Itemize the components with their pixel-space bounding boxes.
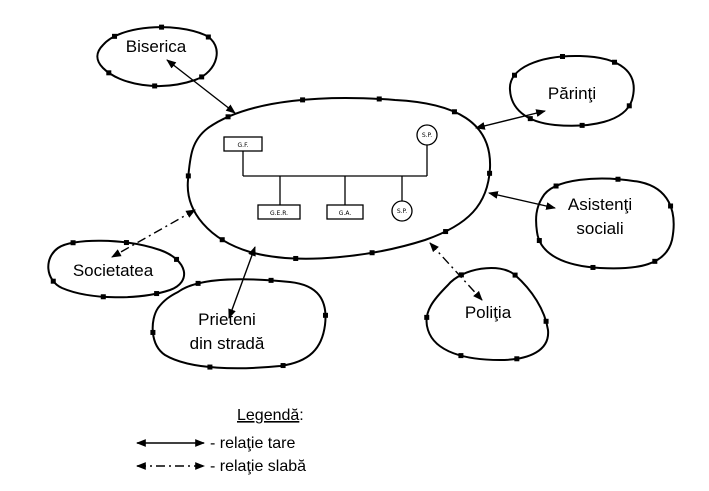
outline-dot bbox=[199, 74, 205, 80]
relation-politia bbox=[429, 242, 483, 301]
politia-outline bbox=[425, 267, 550, 362]
outline-dot bbox=[512, 72, 518, 78]
ger-box bbox=[257, 204, 301, 220]
legend-title: Legendă: bbox=[237, 407, 304, 424]
outline-dot bbox=[159, 24, 165, 30]
outline-dot bbox=[293, 255, 299, 261]
legend: Legendă: - relaţie tare - relaţie slabă bbox=[136, 407, 306, 475]
gf-label: G.F. bbox=[238, 142, 249, 149]
societatea-label: Societatea bbox=[73, 261, 154, 280]
parinti-label: Părinţi bbox=[548, 84, 596, 103]
asistenti-label-line1: Asistenţi bbox=[568, 195, 632, 214]
politia-label: Poliţia bbox=[465, 303, 512, 322]
outline-dot bbox=[458, 353, 464, 359]
outline-dot bbox=[100, 294, 106, 300]
outline-dot bbox=[536, 238, 542, 244]
outline-dot bbox=[514, 356, 520, 362]
prieteni-label-line2: din stradă bbox=[190, 334, 265, 353]
outline-dot bbox=[612, 59, 618, 65]
outline-dot bbox=[579, 122, 585, 128]
ga-label: G.A. bbox=[339, 210, 352, 217]
outline-dot bbox=[458, 272, 464, 278]
relation-asistenti bbox=[488, 191, 556, 210]
ger-label: G.E.R. bbox=[270, 210, 288, 217]
outline-dot bbox=[626, 103, 632, 109]
outline-dot bbox=[322, 312, 328, 318]
sp-bottom-circle bbox=[391, 200, 413, 222]
outline-dot bbox=[185, 173, 191, 179]
outline-dot bbox=[451, 109, 457, 115]
family-node: G.F. S.P. G.E.R. G.A. S.P. bbox=[186, 97, 492, 260]
outline-dot bbox=[70, 240, 76, 246]
outline-dot bbox=[668, 203, 674, 209]
node-prieteni-din-strada: Prieteni din stradă bbox=[151, 278, 327, 370]
outline-dot bbox=[123, 240, 129, 246]
outline-dot bbox=[543, 318, 549, 324]
node-politia: Poliţia bbox=[425, 267, 550, 362]
sp-top-label: S.P. bbox=[422, 132, 432, 139]
outline-dot bbox=[150, 329, 156, 335]
outline-dot bbox=[174, 256, 180, 262]
outline-dot bbox=[280, 363, 286, 369]
relation-societatea bbox=[111, 209, 196, 258]
outline-dot bbox=[553, 183, 559, 189]
outline-dot bbox=[376, 96, 382, 102]
relation-biserica bbox=[166, 59, 236, 114]
outline-dot bbox=[652, 258, 658, 264]
outline-dot bbox=[205, 34, 211, 40]
outline-dot bbox=[106, 70, 112, 76]
outline-dot bbox=[487, 170, 493, 176]
outline-dot bbox=[207, 364, 213, 370]
outline-dot bbox=[112, 33, 118, 39]
outline-dot bbox=[219, 237, 225, 243]
outline-dot bbox=[443, 229, 449, 235]
outline-dot bbox=[300, 97, 306, 103]
outline-dot bbox=[152, 83, 158, 89]
ga-box bbox=[326, 204, 364, 220]
legend-strong-label: - relaţie tare bbox=[210, 435, 295, 452]
relation-parinti bbox=[475, 109, 546, 130]
prieteni-label-line1: Prieteni bbox=[198, 310, 256, 329]
asistenti-label-line2: sociali bbox=[576, 219, 623, 238]
outline-dot bbox=[590, 264, 596, 270]
relations bbox=[111, 59, 556, 319]
relation-prieteni bbox=[228, 246, 256, 319]
outline-dot bbox=[369, 250, 375, 256]
family-outline bbox=[186, 97, 492, 260]
legend-weak-label: - relaţie slabă bbox=[210, 458, 306, 475]
outline-dot bbox=[195, 280, 201, 286]
node-societatea: Societatea bbox=[47, 239, 186, 299]
outline-dot bbox=[225, 114, 231, 120]
biserica-label: Biserica bbox=[126, 37, 187, 56]
outline-dot bbox=[512, 272, 518, 278]
prieteni-outline bbox=[151, 278, 327, 370]
node-asistenti-sociali: Asistenţi sociali bbox=[535, 177, 675, 270]
outline-dot bbox=[154, 291, 160, 297]
sp-bottom-label: S.P. bbox=[397, 208, 407, 215]
outline-dot bbox=[50, 278, 56, 284]
outline-dot bbox=[559, 53, 565, 59]
outline-dot bbox=[615, 176, 621, 182]
outline-dot bbox=[268, 277, 274, 283]
outline-dot bbox=[424, 314, 430, 320]
outline-dot bbox=[527, 116, 533, 122]
